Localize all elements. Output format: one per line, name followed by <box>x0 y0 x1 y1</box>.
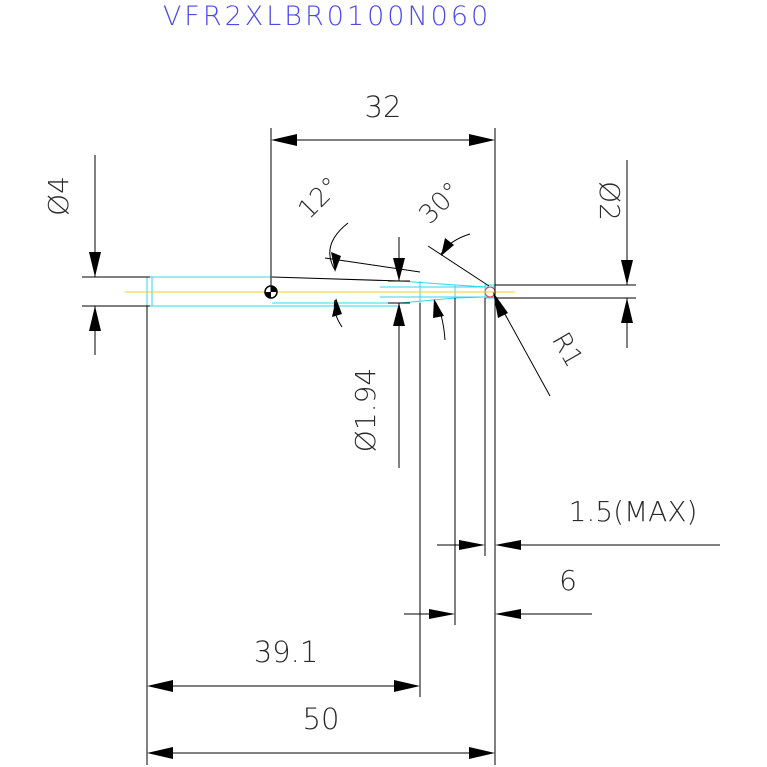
dim-32-label: 32 <box>365 90 402 124</box>
dim-1-5-max-label: 1.5(MAX) <box>569 495 698 528</box>
dim-neck-diameter-label: Ø1.94 <box>349 368 382 452</box>
dimension-overall-length: 50 <box>147 702 495 759</box>
radius-label: R1 <box>545 328 588 373</box>
angle-12-annotation: 12° <box>292 171 421 328</box>
tool-outline <box>125 276 515 307</box>
dimension-6: 6 <box>404 298 592 625</box>
dimension-tip-diameter: Ø2 <box>495 160 636 348</box>
dimension-neck-diameter: Ø1.94 <box>349 237 410 468</box>
part-number-title: VFR2XLBR0100N060 <box>163 1 491 32</box>
radius-annotation: R1 <box>493 292 589 397</box>
dim-50-label: 50 <box>303 702 340 736</box>
dimension-flute-length: 32 <box>270 90 496 765</box>
angle-30-annotation: 30° <box>413 176 490 341</box>
dim-39-1-label: 39.1 <box>254 635 319 669</box>
dimension-neck-length: 39.1 <box>146 303 421 765</box>
dimension-1-5-max: 1.5(MAX) <box>437 298 720 556</box>
dim-tip-diameter-label: Ø2 <box>593 181 626 221</box>
angle-12-label: 12° <box>292 171 346 225</box>
dim-6-label: 6 <box>559 564 577 597</box>
angle-30-label: 30° <box>413 176 467 230</box>
dimension-shank-diameter: Ø4 <box>42 155 150 355</box>
dim-shank-diameter-label: Ø4 <box>42 176 75 216</box>
